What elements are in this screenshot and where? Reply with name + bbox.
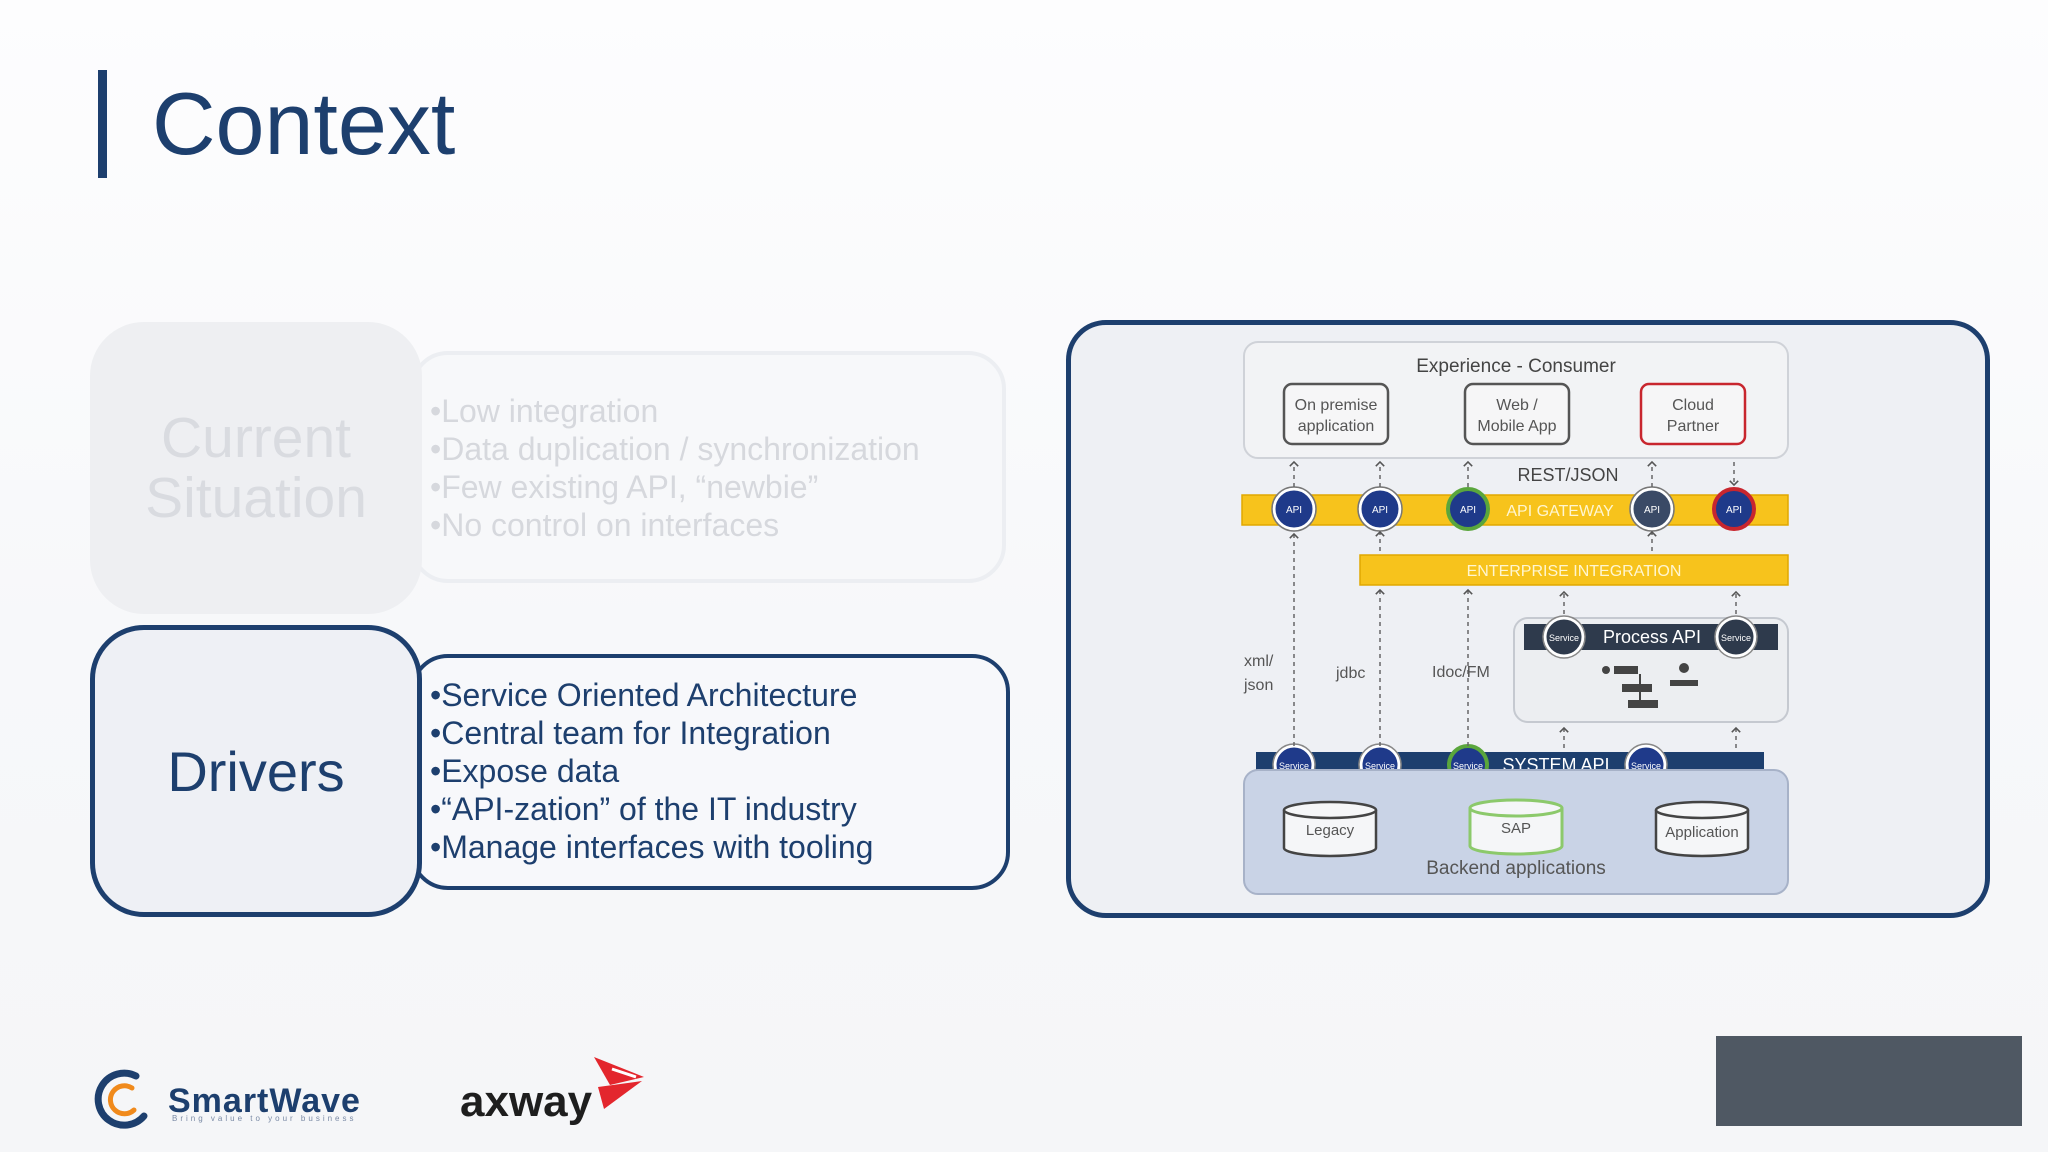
api-gateway-bar [1241,494,1789,526]
current-situation-bullets-box [410,351,1006,583]
drivers-bullet: •Central team for Integration [430,715,831,751]
process-flow-icon [1602,663,1698,708]
consumer-label: Cloud [1672,397,1714,414]
backend-label: Legacy [1306,822,1355,839]
enterprise-integration-bar [1359,554,1789,586]
current-situation-bullet: •Low integration [430,393,659,429]
current-situation-bullet: •No control on interfaces [430,507,780,543]
svg-text:Service: Service [1365,761,1395,771]
svg-text:Service: Service [1279,761,1309,771]
current-situation-label-line2: Situation [145,466,367,530]
svg-text:API: API [1286,505,1302,516]
service-badge: Service [1542,615,1586,659]
protocol-xml-label: xml/ [1244,653,1274,670]
consumer-label: On premise [1295,397,1378,414]
drivers-bullet: •Expose data [430,753,620,789]
api-badge-green: API [1446,487,1490,531]
axway-logo-text: axway [460,1077,593,1126]
drivers-label: Drivers [167,739,345,803]
api-badge: API [1357,486,1403,532]
api-badge: API [1271,486,1317,532]
experience-title: Experience - Consumer [1416,356,1616,377]
api-badge: API [1629,486,1675,532]
drivers-bullet: •Service Oriented Architecture [430,677,858,713]
drivers-label-box: Drivers [90,625,422,917]
protocol-json-label: json [1243,677,1273,694]
service-badge: Service [1714,615,1758,659]
database-icon-sap: SAP [1468,798,1564,856]
svg-text:Service: Service [1721,633,1751,643]
smartwave-logo-text: SmartWave [168,1082,361,1120]
title-accent-bar [98,70,107,178]
connector-lines [1289,460,1741,748]
protocol-idoc-label: Idoc/FM [1432,664,1490,681]
consumer-label: Web / [1496,397,1538,414]
enterprise-integration-label: ENTERPRISE INTEGRATION [1467,563,1682,580]
consumer-label: Mobile App [1477,418,1556,435]
consumer-label: application [1298,418,1375,435]
current-situation-list: •Low integration •Data duplication / syn… [430,392,920,544]
axway-logo-icon [594,1057,644,1109]
protocol-jdbc-label: jdbc [1335,665,1365,682]
svg-text:Service: Service [1453,761,1483,771]
current-situation-bullet: •Data duplication / synchronization [430,431,920,467]
process-api-label: Process API [1603,627,1701,647]
backend-label: Application [1665,824,1738,841]
smartwave-logo-icon [94,1069,148,1129]
dark-placeholder-block [1716,1036,2022,1126]
svg-text:Service: Service [1631,761,1661,771]
drivers-list: •Service Oriented Architecture •Central … [430,676,873,866]
slide-title: Context [152,74,456,173]
smartwave-tagline: Bring value to your business [172,1114,357,1123]
consumer-on-premise-box [1282,382,1390,446]
current-situation-bullet: •Few existing API, “newbie” [430,469,819,505]
current-situation-label-box: Current Situation [90,322,422,614]
consumer-web-mobile-box [1463,382,1571,446]
svg-text:API: API [1372,505,1388,516]
drivers-bullet: •“API-zation” of the IT industry [430,791,857,827]
svg-text:API: API [1460,505,1476,516]
api-gateway-label: API GATEWAY [1506,503,1614,520]
drivers-bullets-box [410,654,1010,890]
api-badge-red: API [1712,487,1756,531]
backend-label: SAP [1501,820,1531,837]
drivers-bullet: •Manage interfaces with tooling [430,829,874,865]
consumer-cloud-partner-box [1639,382,1747,446]
current-situation-label-line1: Current [160,406,352,470]
svg-text:API: API [1726,505,1742,516]
svg-text:API: API [1644,505,1660,516]
database-icon-legacy: Legacy [1282,800,1378,858]
database-icon-application: Application [1654,800,1750,858]
backend-title: Backend applications [1426,858,1606,879]
svg-text:Service: Service [1549,633,1579,643]
rest-json-label: REST/JSON [1517,465,1618,485]
consumer-label: Partner [1667,418,1720,435]
